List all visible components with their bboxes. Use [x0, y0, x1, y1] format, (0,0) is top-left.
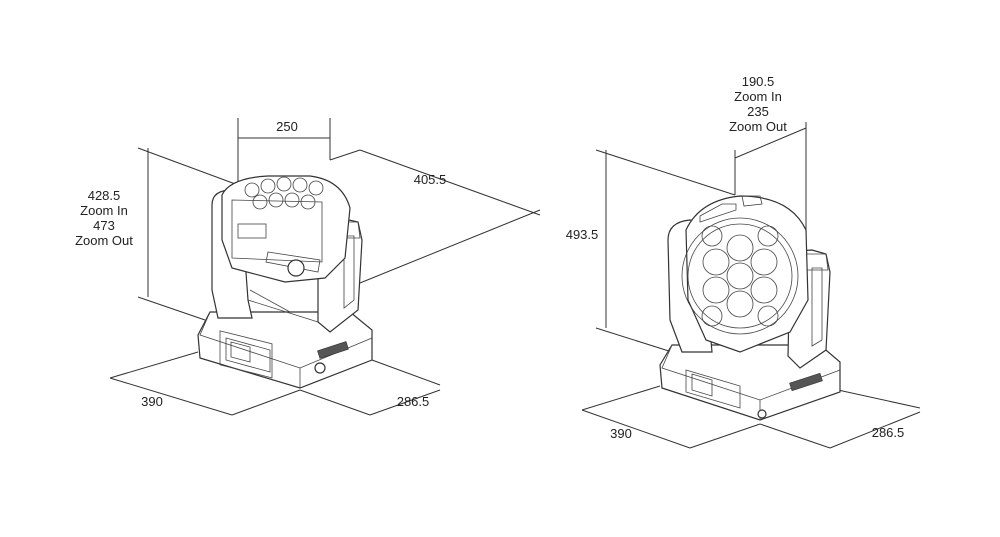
right-width-line-1: 190.5 [742, 74, 775, 89]
left-dimension-lines [109, 118, 541, 416]
left-lens-cluster [244, 176, 324, 210]
right-height-label: 493.5 [566, 227, 599, 242]
right-fixture-view: 190.5 Zoom In 235 Zoom Out 493.5 390 286… [566, 74, 921, 449]
left-fixture-view: 250 405.5 428.5 Zoom In 473 Zoom Out 390… [75, 118, 541, 416]
left-height-line-4: Zoom Out [75, 233, 133, 248]
right-width-line-2: Zoom In [734, 89, 782, 104]
left-base-front-label: 390 [141, 394, 163, 409]
left-base-side-label: 286.5 [397, 394, 430, 409]
left-height-line-3: 473 [93, 218, 115, 233]
right-lens-honeycomb [701, 225, 779, 327]
left-height-line-1: 428.5 [88, 188, 121, 203]
left-base [197, 311, 373, 389]
left-depth-label: 405.5 [414, 172, 447, 187]
right-base-side-label: 286.5 [872, 425, 905, 440]
right-width-line-4: Zoom Out [729, 119, 787, 134]
left-head [221, 175, 351, 323]
right-base-front-label: 390 [610, 426, 632, 441]
right-dimension-lines [581, 122, 921, 449]
left-width-label: 250 [276, 119, 298, 134]
left-height-line-2: Zoom In [80, 203, 128, 218]
right-width-line-3: 235 [747, 104, 769, 119]
right-head [681, 195, 809, 353]
